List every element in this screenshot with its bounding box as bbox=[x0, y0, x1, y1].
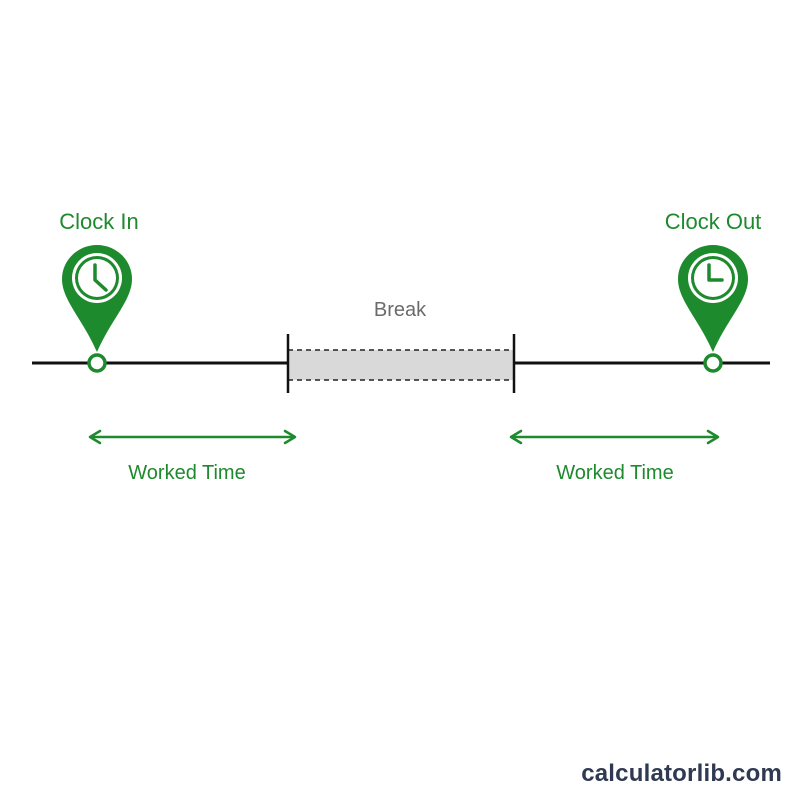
break-label: Break bbox=[374, 299, 427, 321]
clock-out-label: Clock Out bbox=[665, 209, 762, 234]
break-fill bbox=[288, 350, 514, 380]
worked-time-right-label: Worked Time bbox=[556, 462, 673, 484]
brand-watermark: calculatorlib.com bbox=[581, 760, 782, 787]
clock-in-label: Clock In bbox=[59, 209, 138, 234]
worked-time-left-arrow bbox=[88, 429, 297, 445]
clock-out-hands-icon bbox=[707, 263, 724, 282]
break-block bbox=[286, 334, 516, 393]
clock-in-hands-icon bbox=[93, 263, 108, 292]
worked-time-right-arrow bbox=[509, 429, 720, 445]
worked-time-left-label: Worked Time bbox=[128, 462, 245, 484]
clock-in-point bbox=[87, 353, 107, 373]
clock-out-point bbox=[703, 353, 723, 373]
clock-in-pin-icon bbox=[62, 245, 132, 352]
clock-out-pin-icon bbox=[678, 245, 748, 352]
